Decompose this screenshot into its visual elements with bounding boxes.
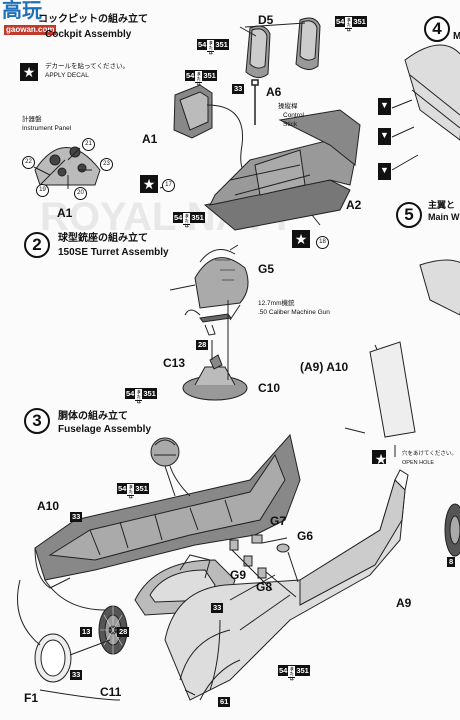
part-label-a6: A6 — [266, 85, 282, 99]
part-label-a10: A10 — [37, 499, 60, 513]
paint-28-gun: 28 — [196, 340, 209, 350]
step4-number: 4 — [424, 16, 450, 42]
step5-title-en: Main W — [428, 212, 460, 222]
paint-28-engine: 28 — [117, 627, 130, 637]
part-label-a9-a10: (A9) A10 — [300, 360, 349, 374]
watermark-cn: 高玩 — [2, 0, 42, 22]
open-hole-en: OPEN HOLE — [402, 460, 435, 466]
part-label-c11: C11 — [100, 685, 122, 699]
step5-title-jp: 主翼と — [428, 200, 456, 210]
step1-title-en: Cockpit Assembly — [45, 29, 132, 40]
gun-label-jp: 12.7mm機銃 — [258, 300, 295, 307]
instrument-panel-en: Instrument Panel — [22, 125, 72, 132]
part-label-d5: D5 — [258, 13, 274, 27]
paint-33-stick: 33 — [232, 84, 245, 94]
callout-17: 17 — [162, 179, 175, 192]
control-stick-en2: Stick — [283, 121, 298, 128]
wing-arrow-icon-3 — [378, 163, 391, 180]
decal-star-17-icon — [140, 175, 158, 193]
part-label-g8: G8 — [256, 580, 273, 594]
side-tag-8: 8 — [447, 557, 456, 567]
callout-18: 18 — [316, 236, 329, 249]
paint-33-seat: 33 — [211, 603, 224, 613]
step3-number: 3 — [24, 408, 50, 434]
part-label-a1-panel: A1 — [57, 206, 73, 220]
part-label-a1-bulkhead: A1 — [142, 132, 158, 146]
part-label-g5: G5 — [258, 262, 275, 276]
step3-title-en: Fuselage Assembly — [58, 424, 152, 435]
step3-title-jp: 胴体の組み立て — [58, 411, 128, 422]
wing-arrow-icon-2 — [378, 128, 391, 145]
callout-19: 19 — [36, 184, 49, 197]
callout-22: 22 — [22, 156, 35, 169]
decal-note-en: APPLY DECAL — [45, 72, 89, 79]
open-hole-jp: 穴をあけてください。 — [402, 451, 457, 457]
step2-number: 2 — [24, 232, 50, 258]
control-stick-en1: Control — [283, 112, 304, 119]
paint-13-engine: 13 — [80, 627, 93, 637]
paint-33-cowl: 33 — [70, 670, 83, 680]
gun-label-en: .50 Caliber Machine Gun — [258, 309, 330, 316]
decal-star-icon — [20, 63, 38, 81]
callout-23: 23 — [100, 158, 113, 171]
instrument-panel-jp: 計器盤 — [22, 116, 42, 123]
callout-21: 21 — [82, 138, 95, 151]
part-label-g6: G6 — [297, 529, 314, 543]
decal-note-jp: デカールを貼ってください。 — [45, 63, 129, 70]
part-label-g9: G9 — [230, 568, 247, 582]
part-label-f1: F1 — [24, 691, 39, 705]
paint-33-fuselage: 33 — [70, 512, 83, 522]
callout-20: 20 — [74, 187, 87, 200]
step1-title-jp: コックピットの組み立て — [38, 14, 148, 25]
part-label-c13: C13 — [163, 356, 186, 370]
part-label-a9: A9 — [396, 596, 412, 610]
step4-title-fragment: M — [453, 31, 460, 42]
watermark-logo: 高玩 gaowan.com — [2, 1, 94, 39]
part-label-c10: C10 — [258, 381, 281, 395]
decal-star-18-icon — [292, 230, 310, 248]
part-label-g7: G7 — [270, 514, 287, 528]
step2-title-en: 150SE Turret Assembly — [58, 247, 169, 258]
watermark-url: gaowan.com — [4, 25, 57, 35]
step2-title-jp: 球型銃座の組み立て — [58, 233, 148, 244]
part-label-a2: A2 — [346, 198, 362, 212]
paint-61-nose: 61 — [218, 697, 231, 707]
control-stick-jp: 操縦桿 — [278, 103, 298, 110]
wing-arrow-icon-1 — [378, 98, 391, 115]
step5-number: 5 — [396, 202, 422, 228]
drill-icon — [372, 450, 390, 468]
